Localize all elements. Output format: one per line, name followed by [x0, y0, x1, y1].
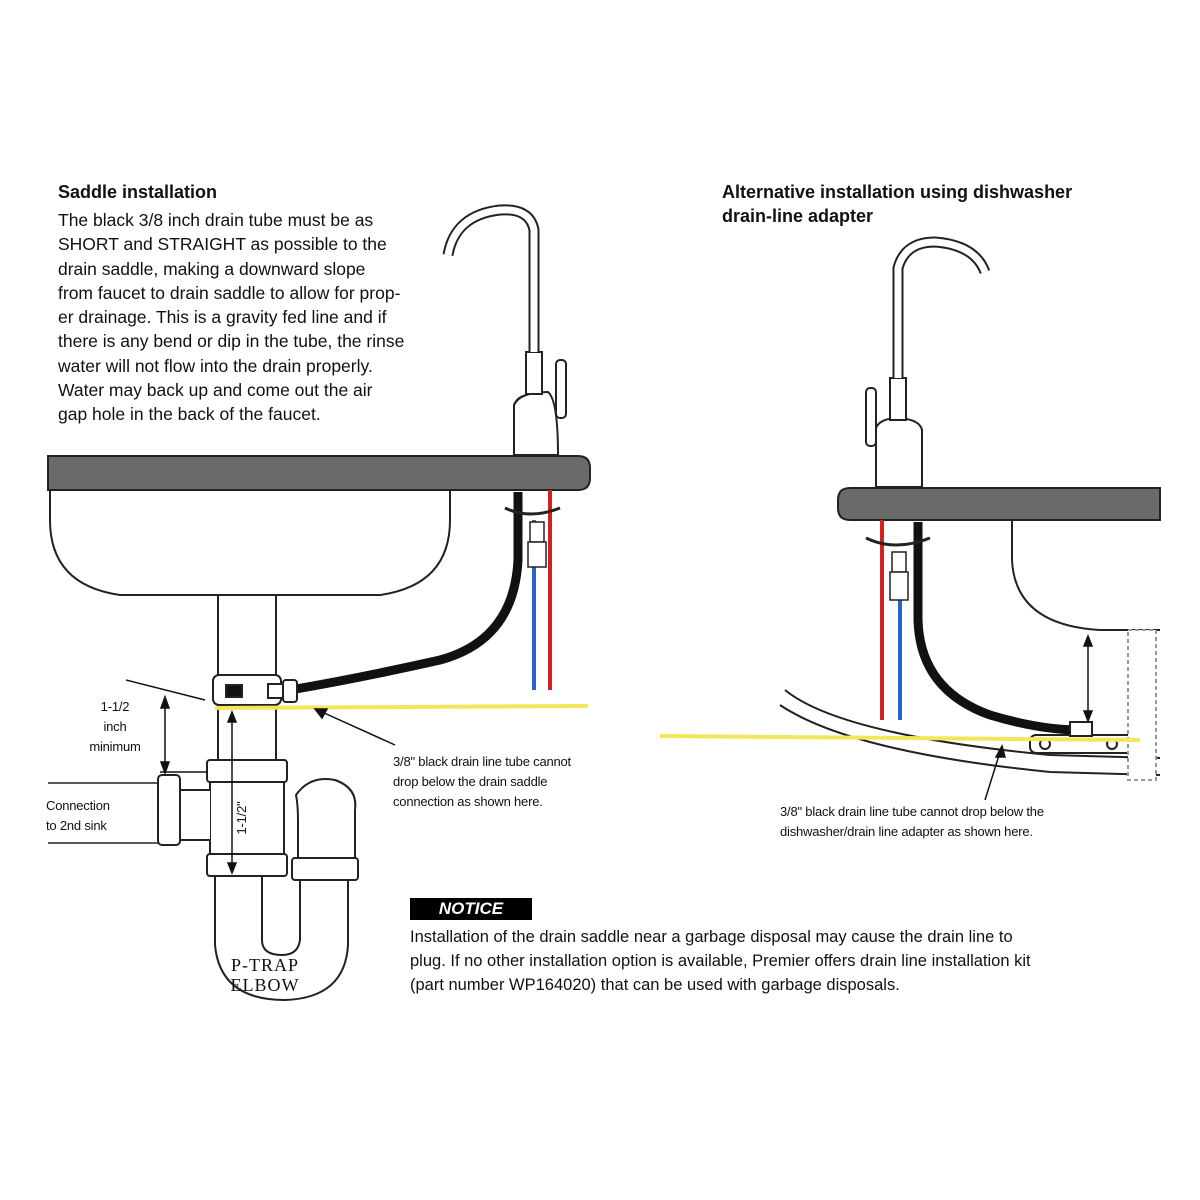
drain-tube-right	[913, 522, 1081, 735]
drain-pipe-lower	[217, 704, 277, 766]
dishwasher-adapter	[1029, 629, 1157, 781]
saddle-line: The black 3/8 inch drain tube must be as	[58, 210, 374, 230]
alternative-heading-line: drain-line adapter	[722, 206, 874, 226]
p-trap	[214, 778, 359, 1002]
notice-line: Installation of the drain saddle near a …	[410, 928, 1013, 946]
tee-fitting	[157, 759, 288, 877]
saddle-callout-line: drop below the drain saddle	[393, 774, 548, 789]
dim-label-line: minimum	[89, 739, 141, 754]
countertop-right	[837, 487, 1161, 521]
minimum-dimension-label: 1-1/2 inch minimum	[80, 697, 150, 757]
saddle-line: Water may back up and come out the air	[58, 380, 373, 401]
faucet-shank-right	[865, 536, 931, 601]
second-sink-lines	[48, 782, 158, 844]
p-trap-line: ELBOW	[230, 975, 300, 995]
faucet-left	[442, 204, 567, 456]
tailpiece-pipe	[217, 594, 277, 686]
vertical-dimension-label: 1-1/2"	[234, 801, 249, 835]
guide-line-right	[659, 734, 1141, 742]
saddle-callout-line: 3/8" black drain line tube cannot	[393, 754, 571, 769]
second-sink-label: Connection to 2nd sink	[46, 796, 110, 836]
notice-text: Installation of the drain saddle near a …	[410, 925, 1130, 997]
dim-label-line: 1-1/2	[100, 699, 130, 714]
drain-saddle	[212, 674, 298, 706]
dimension-marks-left	[125, 679, 238, 876]
saddle-line: from faucet to drain saddle to allow for…	[58, 282, 401, 303]
saddle-description: The black 3/8 inch drain tube must be as…	[58, 208, 478, 427]
second-sink-line: to 2nd sink	[46, 818, 107, 833]
p-trap-line: P-TRAP	[230, 955, 299, 975]
second-sink-line: Connection	[46, 798, 110, 813]
sink-basin-left	[49, 490, 451, 596]
callout-arrow-right	[984, 744, 1006, 801]
saddle-callout-line: connection as shown here.	[393, 794, 543, 809]
countertop-left	[47, 455, 591, 491]
faucet-shank-left	[504, 506, 561, 568]
alternative-callout-line: 3/8" black drain line tube cannot drop b…	[780, 804, 1044, 819]
notice-line: (part number WP164020) that can be used …	[410, 976, 900, 994]
notice-tag: NOTICE	[410, 898, 532, 920]
dim-label-line: inch	[103, 719, 127, 734]
p-trap-label: P-TRAP ELBOW	[220, 955, 310, 995]
alternative-heading-line: Alternative installation using dishwashe…	[722, 182, 1073, 202]
drain-tube-left	[289, 492, 523, 695]
saddle-line: SHORT and STRAIGHT as possible to the	[58, 234, 387, 255]
alternative-callout: 3/8" black drain line tube cannot drop b…	[780, 802, 1140, 842]
saddle-line: drain saddle, making a downward slope	[58, 258, 366, 279]
saddle-line: water will not flow into the drain prope…	[58, 355, 373, 376]
saddle-line: gap hole in the back of the faucet.	[58, 404, 321, 425]
notice-line: plug. If no other installation option is…	[410, 952, 1031, 970]
alternative-heading: Alternative installation using dishwashe…	[722, 180, 1072, 228]
alternative-callout-line: dishwasher/drain line adapter as shown h…	[780, 824, 1033, 839]
callout-arrow-left	[313, 708, 396, 746]
saddle-line: there is any bend or dip in the tube, th…	[58, 331, 405, 352]
saddle-heading: Saddle installation	[58, 182, 218, 202]
saddle-line: er drainage. This is a gravity fed line …	[58, 307, 387, 328]
disposal-pipe	[779, 689, 1161, 776]
dimension-marks-right	[1082, 633, 1094, 724]
faucet-right	[865, 236, 991, 488]
sink-basin-right	[1011, 520, 1160, 631]
saddle-callout: 3/8" black drain line tube cannot drop b…	[393, 752, 653, 812]
guide-line-left	[214, 704, 589, 710]
